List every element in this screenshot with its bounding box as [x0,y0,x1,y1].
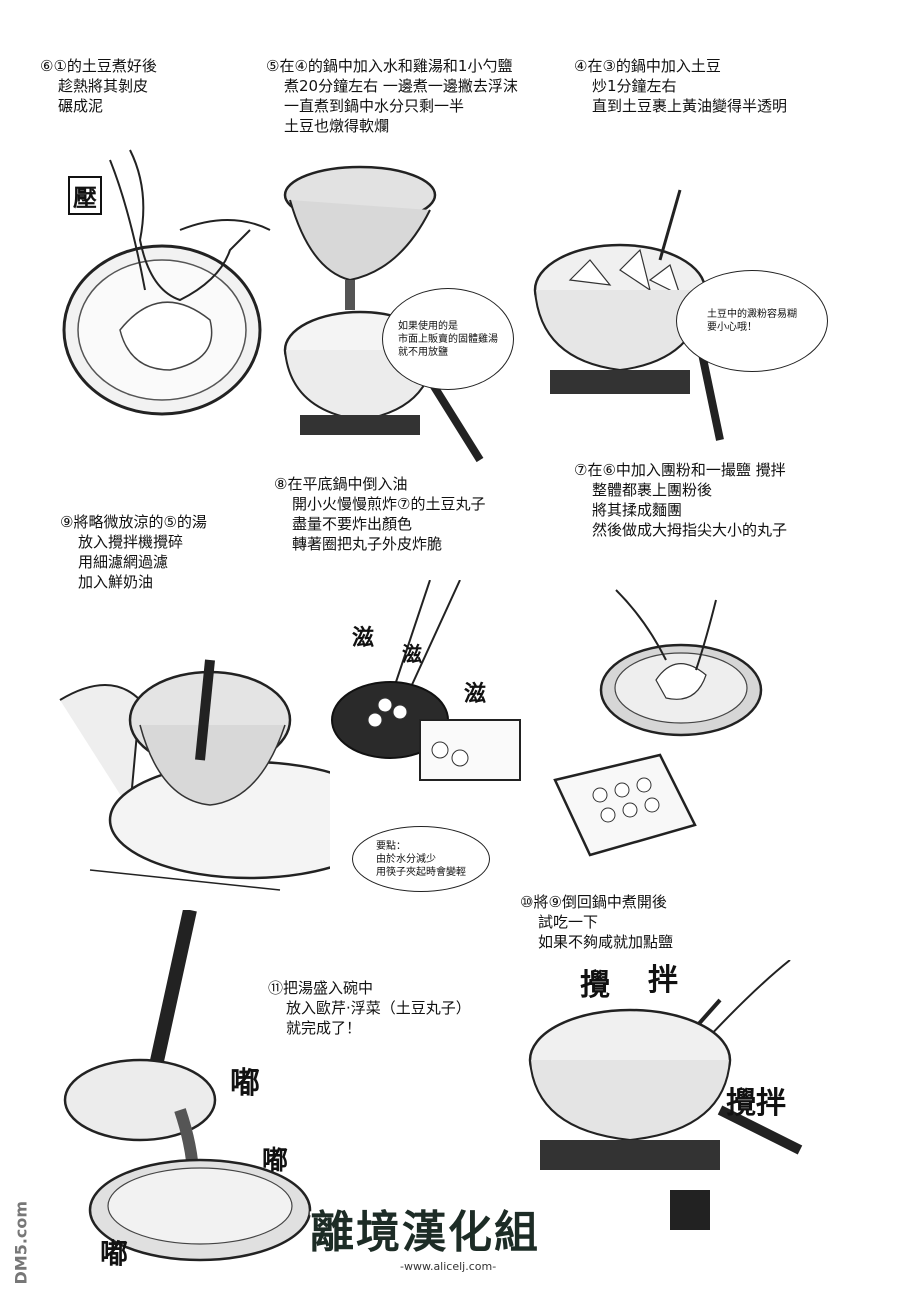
sfx-pour-2: 嘟 [262,1146,289,1176]
sfx-sizzle-3: 滋 [464,681,487,707]
step7-caption: ⑦在⑥中加入團粉和一撮鹽 攪拌 整體都裹上團粉後 將其揉成麵團 然後做成大拇指尖… [574,461,788,539]
sfx-sizzle-1: 滋 [352,625,375,651]
sfx-press: 壓 [68,176,102,215]
sfx-sizzle-2: 滋 [402,642,422,666]
step4-caption: ④在③的鍋中加入土豆 炒1分鐘左右 直到土豆裹上黃油變得半透明 [574,57,788,115]
sfx-pour-3: 嘟 [100,1237,129,1270]
mashing-bowl-illustration [62,149,271,416]
bubble-stock: 如果使用的是 市面上販賣的固體雞湯 就不用放鹽 [382,288,514,390]
stirring-pot-illustration [528,960,803,1230]
step6-caption: ⑥①的土豆煮好後 趁熱將其剝皮 碾成泥 [40,57,157,115]
group-logo-title: 離境漢化組 [310,1207,540,1258]
ladle-bowl-illustration [63,910,312,1262]
sfx-pour-1: 嘟 [230,1066,260,1101]
side-watermark: DM5.com [11,1200,31,1285]
bubble-tip: 要點： 由於水分減少 用筷子夾起時會變輕 [352,826,490,892]
bubble-starch: 土豆中的澱粉容易糊 要小心哦！ [676,270,828,372]
frying-pan-illustration [331,580,521,781]
saute-pan-illustration [533,189,724,441]
group-logo-url: -www.alicelj.com- [400,1260,497,1273]
step10-caption: ⑩將⑨倒回鍋中煮開後 試吃一下 如果不夠咸就加點鹽 [520,893,674,951]
step5-caption: ⑤在④的鍋中加入水和雞湯和1小勺鹽 煮20分鐘左右 一邊煮一邊撇去浮沫 一直煮到… [266,57,518,135]
step11-caption: ⑪把湯盛入碗中 放入歐芹·浮菜（土豆丸子） 就完成了！ [268,979,471,1037]
step9-caption: ⑨將略微放涼的⑤的湯 放入攪拌機攪碎 用細濾網過濾 加入鮮奶油 [60,513,207,591]
kneading-bowl-illustration [599,589,763,737]
tray-illustration [553,753,697,857]
sfx-stir-1: 攪 [580,968,610,1003]
sfx-stir-2: 拌 [648,963,678,998]
straining-illustration [59,659,330,891]
sfx-stir-3: 攪拌 [726,1086,786,1121]
group-logo: 離境漢化組 -www.alicelj.com- [310,1196,600,1286]
step8-caption: ⑧在平底鍋中倒入油 開小火慢慢煎炸⑦的土豆丸子 盡量不要炸出顏色 轉著圈把丸子外… [274,475,486,553]
